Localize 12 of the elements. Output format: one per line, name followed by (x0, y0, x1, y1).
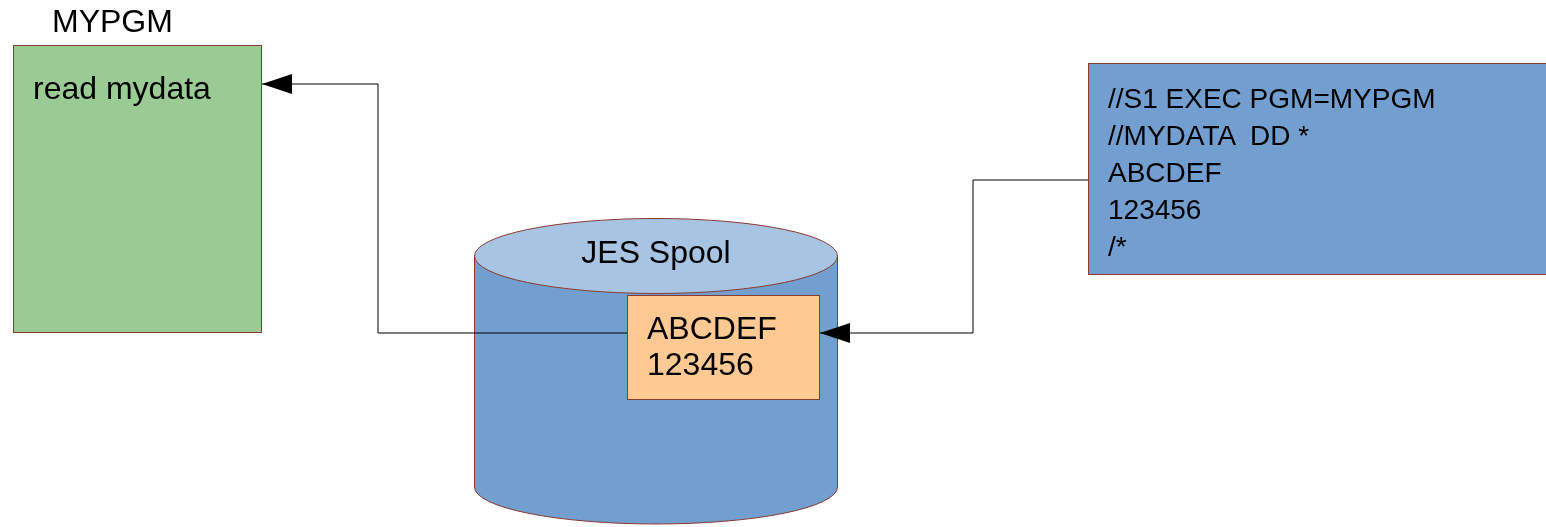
cylinder-label: JES Spool (580, 233, 732, 272)
jcl-line: 123456 (1108, 193, 1202, 227)
connector-arrow (819, 179, 1089, 343)
connector-arrow (261, 74, 628, 334)
jcl-line: //MYDATA DD * (1108, 119, 1310, 153)
data-record: 123456 (647, 346, 754, 382)
data-record: ABCDEF (647, 310, 777, 346)
jcl-line: /* (1108, 230, 1127, 264)
jcl-line: ABCDEF (1108, 156, 1222, 190)
jcl-line: //S1 EXEC PGM=MYPGM (1108, 82, 1436, 116)
program-name: MYPGM (52, 2, 173, 41)
program-statement: read mydata (33, 69, 211, 108)
